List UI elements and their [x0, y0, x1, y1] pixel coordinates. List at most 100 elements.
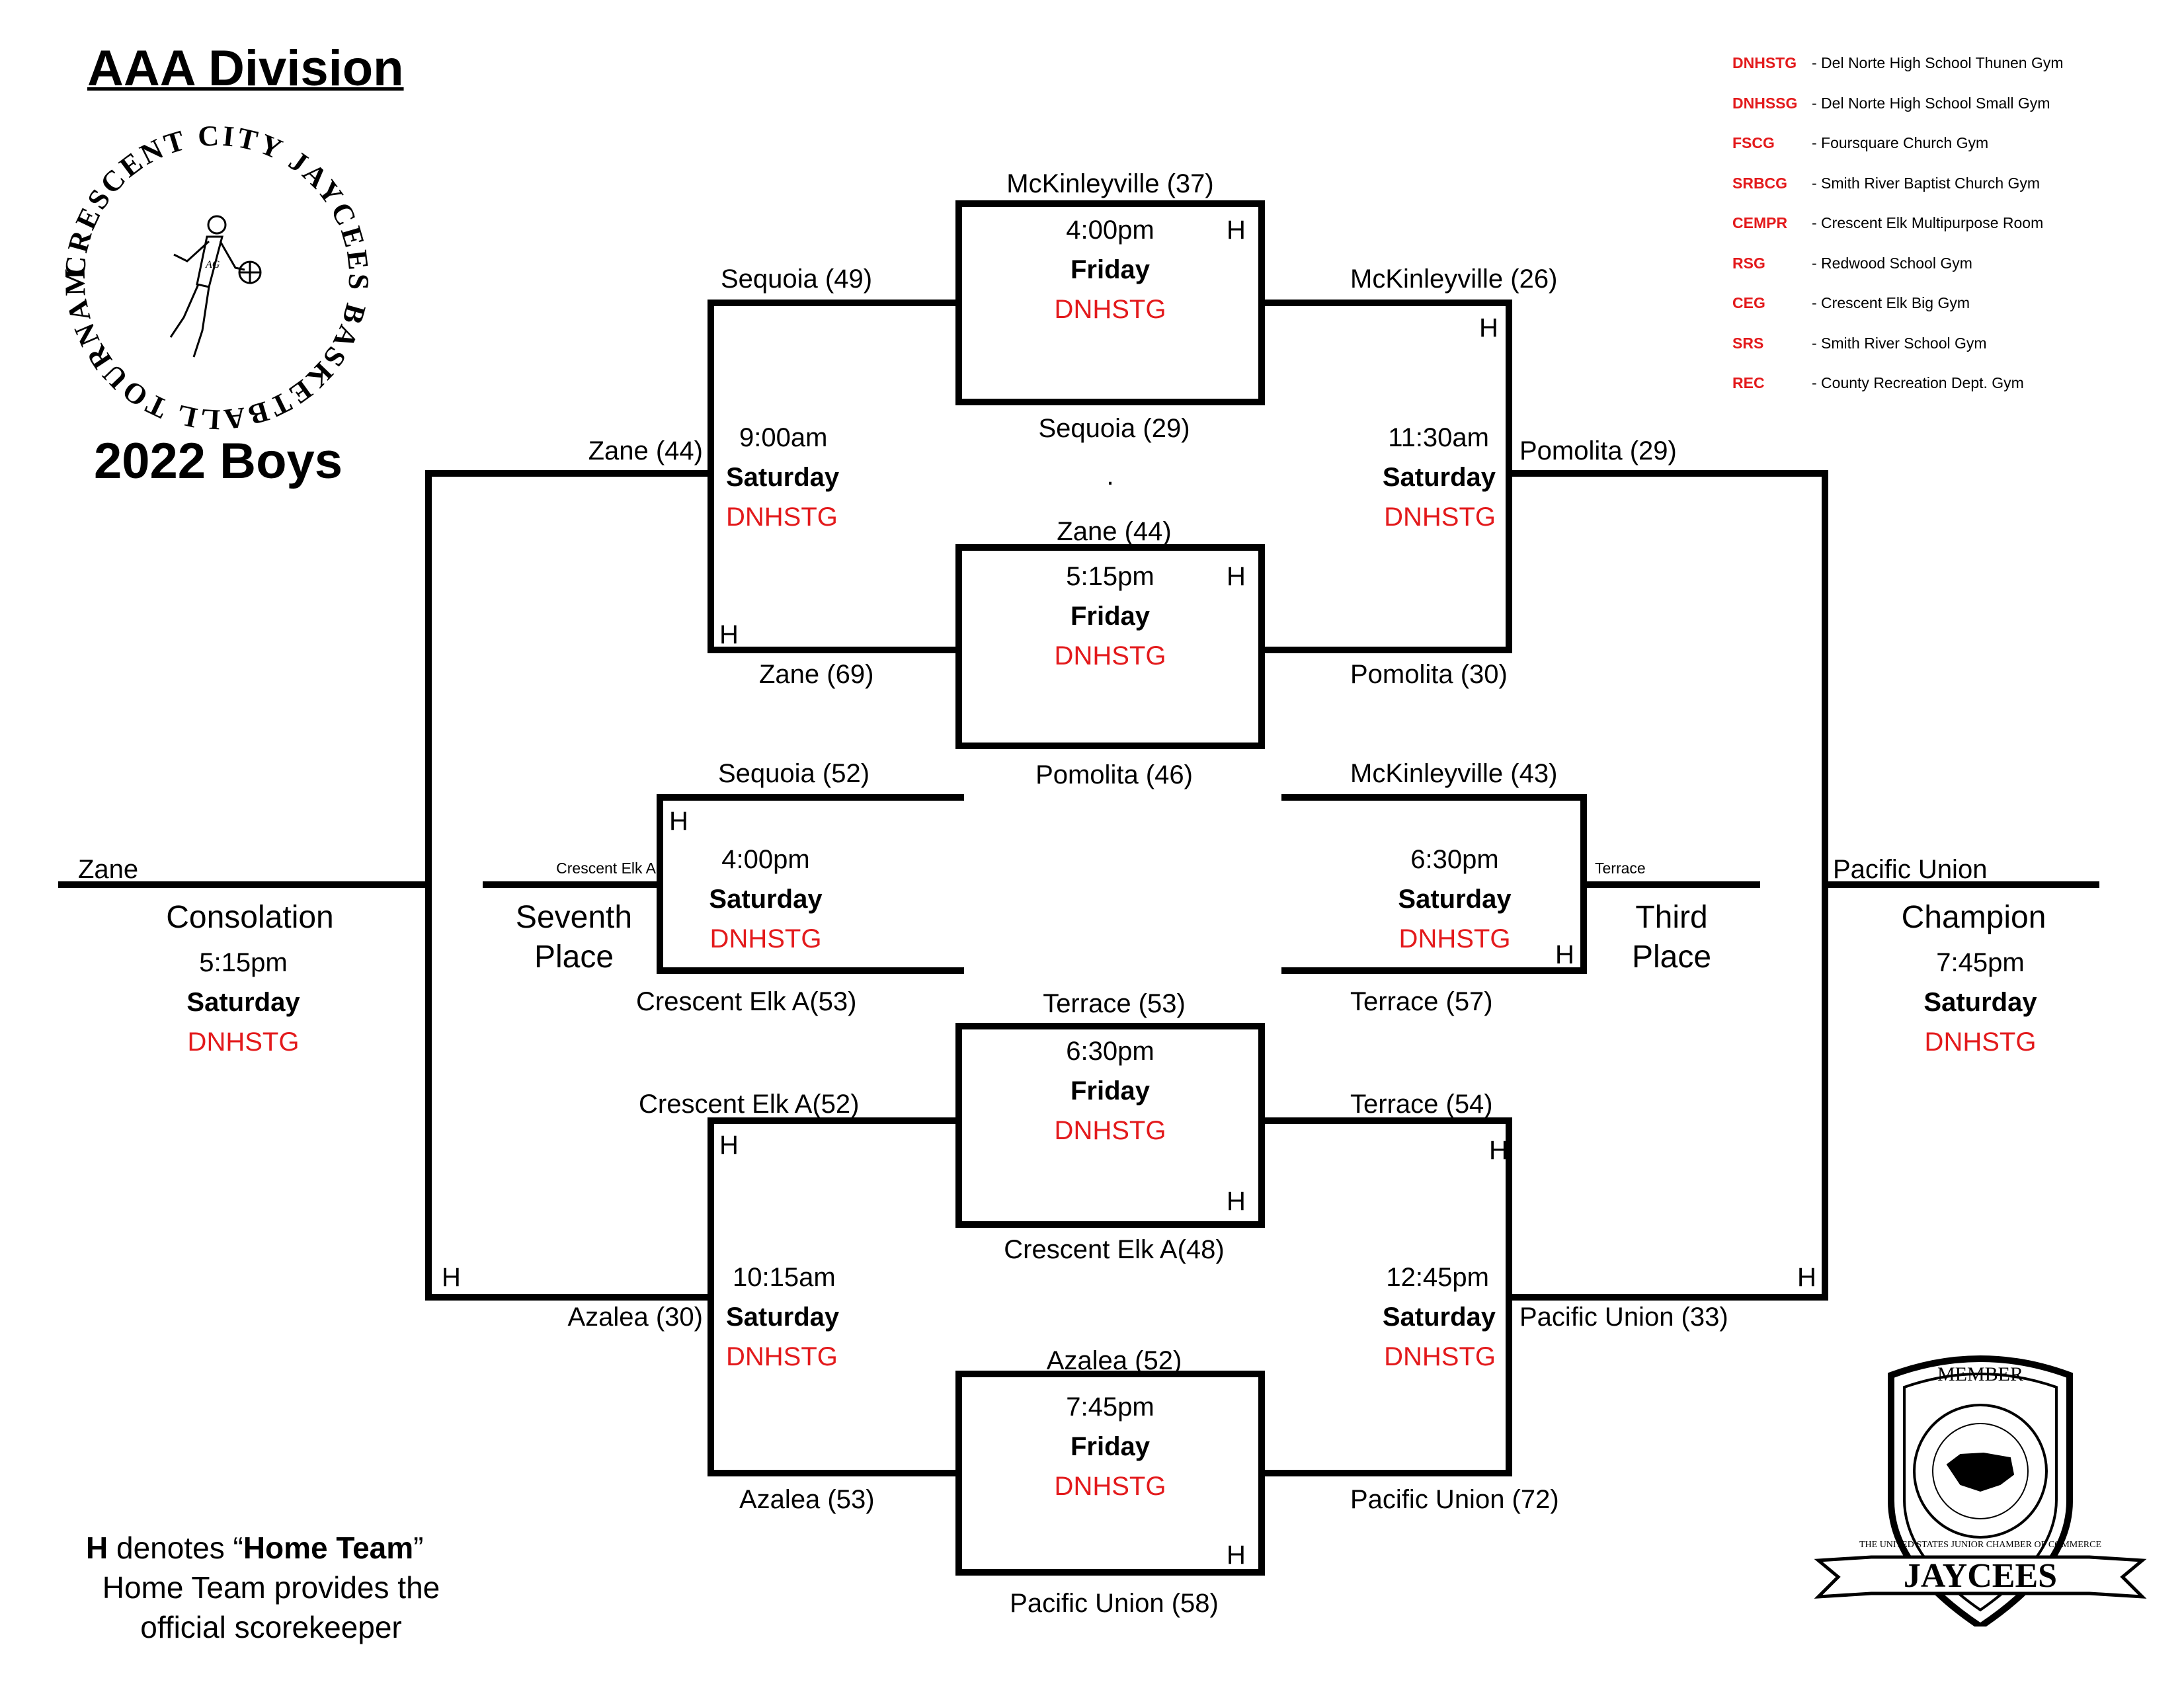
g5-time: 9:00am: [739, 423, 828, 452]
champion-label: Champion: [1901, 900, 2046, 935]
g2-gym: DNHSTG: [1054, 641, 1166, 670]
legend-code-rec: REC: [1732, 374, 1765, 391]
legend-name-srs: - Smith River School Gym: [1812, 334, 1987, 352]
bracket-semi-lower-right: [1262, 1117, 1512, 1476]
legend-name-rec: - County Recreation Dept. Gym: [1812, 374, 2024, 391]
logo-ring-text: CRESCENT CITY JAYCEES BASKETBALL TOURNAM…: [58, 119, 375, 436]
g4-gym: DNHSTG: [1054, 1472, 1166, 1501]
g2-top-team: Zane (44): [1057, 517, 1172, 546]
g5-home-marker: H: [719, 620, 739, 649]
g2-time: 5:15pm: [1066, 562, 1154, 591]
third-day: Saturday: [1398, 885, 1512, 914]
seventh-bottom-team: Crescent Elk A(53): [636, 987, 857, 1016]
banner-icon: [1814, 1555, 2147, 1599]
seventh-label-line1: Seventh: [515, 900, 633, 935]
legend-code-dnhstg: DNHSTG: [1732, 54, 1797, 71]
legend-code-fscg: FSCG: [1732, 134, 1775, 151]
legend-name-dnhssg: - Del Norte High School Small Gym: [1812, 94, 2050, 112]
g7-gym: DNHSTG: [726, 1342, 838, 1371]
seventh-home-marker: H: [669, 807, 688, 836]
year-title: 2022 Boys: [94, 433, 343, 489]
g8-day: Saturday: [1382, 1303, 1496, 1332]
g5-bottom-team: Zane (69): [759, 660, 874, 689]
g4-time: 7:45pm: [1066, 1392, 1154, 1422]
footnote-line2: Home Team provides the: [102, 1570, 440, 1605]
division-title: AAA Division: [87, 40, 404, 97]
g4-bottom-team: Pacific Union (58): [1010, 1589, 1219, 1618]
footnote-denotes: denotes “: [108, 1531, 243, 1565]
g1-time: 4:00pm: [1066, 216, 1154, 245]
g1-top-team: McKinleyville (37): [1006, 169, 1214, 198]
g3-day: Friday: [1070, 1076, 1151, 1105]
jaycees-basketball-logo: CRESCENT CITY JAYCEES BASKETBALL TOURNAM…: [58, 119, 375, 436]
g4-home-marker: H: [1227, 1541, 1246, 1570]
jaycees-member-logo: MEMBER THE UNITED STATES JUNIOR CHAMBER …: [1814, 1355, 2147, 1627]
consolation-home-marker: H: [442, 1263, 461, 1292]
game-box-3: [955, 1023, 1265, 1228]
footnote-line3: official scorekeeper: [140, 1610, 402, 1644]
g6-time: 11:30am: [1388, 423, 1489, 452]
g7-home-marker: H: [719, 1131, 739, 1160]
footnote-home-team: Home Team: [243, 1531, 414, 1565]
g6-bottom-team: Pomolita (30): [1350, 660, 1508, 689]
championship-top-team: Pomolita (29): [1519, 436, 1677, 465]
g2-day: Friday: [1070, 602, 1151, 631]
g4-day: Friday: [1070, 1432, 1151, 1461]
consolation-bottom-team: Azalea (30): [567, 1303, 703, 1332]
seventh-time: 4:00pm: [721, 845, 810, 874]
legend-name-rsg: - Redwood School Gym: [1812, 254, 1972, 272]
third-time: 6:30pm: [1410, 845, 1499, 874]
g6-home-marker: H: [1479, 313, 1498, 342]
g8-bottom-team: Pacific Union (72): [1350, 1485, 1559, 1514]
g1-day: Friday: [1070, 255, 1151, 284]
g3-gym: DNHSTG: [1054, 1116, 1166, 1145]
g3-home-marker: H: [1227, 1187, 1246, 1216]
third-top-team: McKinleyville (43): [1350, 759, 1558, 788]
g5-day: Saturday: [726, 463, 840, 492]
consolation-top-team: Zane (44): [588, 436, 703, 465]
g8-time: 12:45pm: [1386, 1263, 1489, 1292]
g8-home-marker: H: [1489, 1136, 1508, 1165]
third-bottom-team: Terrace (57): [1350, 987, 1493, 1016]
g4-top-team: Azalea (52): [1046, 1346, 1182, 1375]
g3-bottom-team: Crescent Elk A(48): [1004, 1235, 1225, 1264]
third-winner: Terrace: [1595, 860, 1646, 877]
legend-code-ceg: CEG: [1732, 294, 1765, 311]
legend-name-cempr: - Crescent Elk Multipurpose Room: [1812, 214, 2044, 231]
third-label-line2: Place: [1631, 940, 1712, 975]
legend-code-dnhssg: DNHSSG: [1732, 94, 1798, 112]
footnote-close-quote: ”: [413, 1531, 424, 1565]
g1-home-marker: H: [1227, 216, 1246, 245]
g5-gym: DNHSTG: [726, 502, 838, 532]
championship-day: Saturday: [1923, 988, 2037, 1017]
legend-name-fscg: - Foursquare Church Gym: [1812, 134, 1989, 151]
legend-code-rsg: RSG: [1732, 254, 1765, 272]
seventh-gym: DNHSTG: [709, 924, 822, 953]
footnote-h: H: [86, 1531, 108, 1565]
g7-time: 10:15am: [733, 1263, 836, 1292]
seventh-winner: Crescent Elk A: [556, 860, 656, 877]
jaycees-banner-text: JAYCEES: [1904, 1557, 2057, 1595]
g2-bottom-team: Pomolita (46): [1035, 760, 1193, 789]
championship-gym: DNHSTG: [1924, 1027, 2037, 1057]
g1-bottom-team: Sequoia (29): [1038, 414, 1190, 443]
svg-text:AG: AG: [205, 259, 220, 270]
g5-top-team: Sequoia (49): [721, 264, 873, 294]
g6-day: Saturday: [1382, 463, 1496, 492]
g7-top-team: Crescent Elk A(52): [639, 1090, 860, 1119]
championship-bottom-team: Pacific Union (33): [1519, 1303, 1728, 1332]
consolation-gym: DNHSTG: [187, 1027, 300, 1057]
consolation-time: 5:15pm: [199, 948, 288, 977]
champion-winner: Pacific Union: [1833, 855, 1988, 884]
g6-gym: DNHSTG: [1384, 502, 1496, 532]
g3-top-team: Terrace (53): [1043, 989, 1186, 1018]
legend-code-cempr: CEMPR: [1732, 214, 1788, 231]
seventh-top-team: Sequoia (52): [718, 759, 870, 788]
legend-code-srs: SRS: [1732, 334, 1764, 352]
legend-name-dnhstg: - Del Norte High School Thunen Gym: [1812, 54, 2064, 71]
g7-bottom-team: Azalea (53): [739, 1485, 875, 1514]
championship-home-marker: H: [1797, 1263, 1816, 1292]
bracket-semi-lower-left: [708, 1117, 959, 1476]
seventh-label-line2: Place: [534, 940, 614, 975]
